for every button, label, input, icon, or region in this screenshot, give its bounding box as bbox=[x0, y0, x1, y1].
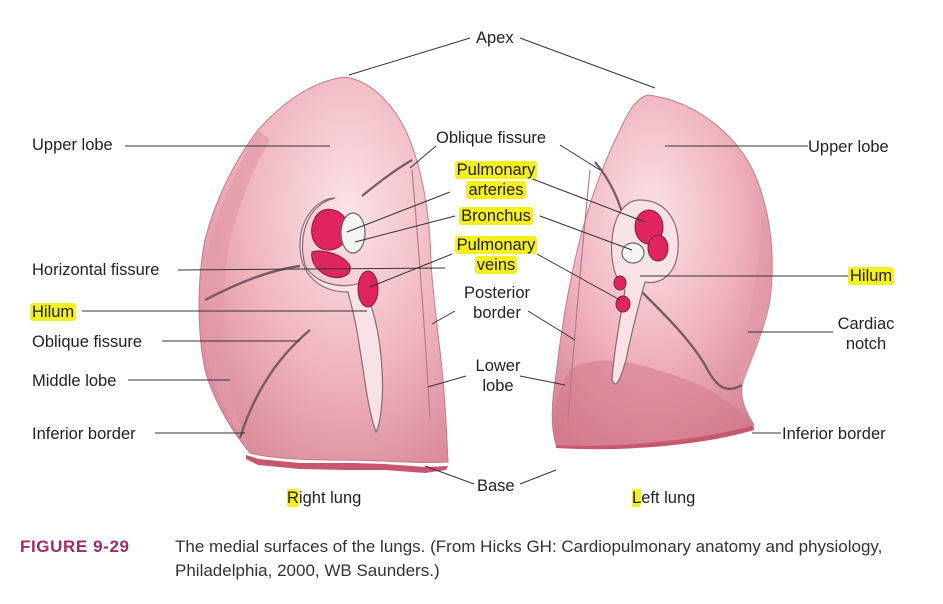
leader-base-left bbox=[519, 469, 557, 485]
leader-posterior-border-right bbox=[431, 310, 456, 325]
label-pulmonary-arteries-line2: arteries bbox=[466, 181, 526, 199]
label-left-lung: Left lung bbox=[632, 488, 695, 508]
leader-arteries-left bbox=[529, 177, 646, 223]
right-pulmonary-vein-lower bbox=[357, 270, 379, 308]
label-posterior-border: Posterior border bbox=[452, 283, 542, 323]
leader-base-right bbox=[424, 465, 475, 485]
label-middle-lobe: Middle lobe bbox=[32, 372, 117, 390]
label-pulmonary-veins-line2: veins bbox=[474, 256, 518, 274]
leader-apex-left bbox=[519, 37, 656, 89]
label-posterior-border-line1: Posterior bbox=[463, 284, 531, 302]
label-oblique-fissure-left: Oblique fissure bbox=[32, 333, 143, 351]
right-lung bbox=[198, 76, 449, 473]
label-left-lung-initial: L bbox=[632, 489, 642, 507]
figure-caption: FIGURE 9-29 The medial surfaces of the l… bbox=[20, 535, 920, 580]
leader-bronchus-left bbox=[539, 215, 633, 251]
label-lower-lobe-line1: Lower bbox=[475, 357, 521, 375]
left-lung-lower-shading bbox=[554, 360, 754, 446]
leader-apex-right bbox=[348, 37, 471, 76]
leader-oblique-fissure-top-left bbox=[559, 144, 601, 171]
figure-caption-text: The medial surfaces of the lungs. (From … bbox=[175, 537, 883, 580]
label-oblique-fissure-top: Oblique fissure bbox=[436, 129, 547, 147]
label-apex: Apex bbox=[476, 29, 514, 47]
left-pulmonary-artery-2 bbox=[647, 234, 669, 262]
leader-horizontal-fissure bbox=[177, 267, 446, 271]
leader-lower-lobe-right bbox=[427, 375, 467, 388]
label-right-lung: Right lung bbox=[287, 488, 361, 508]
figure-label: FIGURE 9-29 bbox=[20, 537, 130, 556]
label-hilum-left-text: Hilum bbox=[848, 267, 895, 285]
label-hilum-right: Hilum bbox=[30, 302, 77, 322]
label-left-lung-rest: eft lung bbox=[641, 489, 696, 507]
label-bronchus-text: Bronchus bbox=[459, 207, 533, 225]
leader-veins-left bbox=[536, 253, 621, 301]
label-upper-lobe-left: Upper lobe bbox=[808, 138, 889, 156]
right-bronchus bbox=[340, 212, 366, 254]
oblique-fissure-right-lower bbox=[238, 329, 311, 439]
horizontal-fissure-line bbox=[204, 264, 301, 302]
label-bronchus: Bronchus bbox=[446, 206, 546, 226]
cardiac-notch-shading bbox=[735, 210, 771, 385]
oblique-fissure-left-lower bbox=[639, 289, 743, 391]
label-right-lung-initial: R bbox=[287, 489, 299, 507]
label-right-lung-rest: ight lung bbox=[298, 489, 362, 507]
label-cardiac-notch-line2: notch bbox=[845, 335, 887, 353]
leader-oblique-fissure-top-right bbox=[409, 145, 437, 169]
right-lung-shading bbox=[204, 130, 270, 452]
right-pulmonary-vein-upper bbox=[311, 250, 351, 279]
posterior-border-right bbox=[411, 169, 431, 421]
leader-bronchus-right bbox=[354, 215, 456, 243]
label-lower-lobe: Lower lobe bbox=[458, 356, 538, 396]
label-hilum-left: Hilum bbox=[848, 266, 895, 286]
label-posterior-border-line2: border bbox=[473, 304, 521, 322]
label-horizontal-fissure: Horizontal fissure bbox=[32, 261, 160, 279]
label-pulmonary-arteries: Pulmonary arteries bbox=[446, 160, 546, 200]
label-lower-lobe-line2: lobe bbox=[482, 377, 514, 395]
label-pulmonary-arteries-line1: Pulmonary bbox=[454, 161, 538, 179]
label-inferior-border-right: Inferior border bbox=[32, 425, 136, 443]
left-bronchus bbox=[621, 242, 645, 264]
leader-lower-lobe-left bbox=[519, 375, 566, 386]
leader-veins-right bbox=[369, 253, 453, 288]
right-lung-base bbox=[246, 455, 448, 473]
label-base: Base bbox=[477, 477, 515, 495]
right-hilum-outline bbox=[299, 197, 384, 434]
label-hilum-right-text: Hilum bbox=[30, 303, 77, 321]
leader-lines bbox=[82, 37, 848, 485]
left-pulmonary-vein-upper bbox=[613, 275, 627, 291]
leader-arteries-right bbox=[346, 191, 451, 233]
label-cardiac-notch: Cardiac notch bbox=[830, 314, 902, 354]
label-upper-lobe-right: Upper lobe bbox=[32, 136, 113, 154]
oblique-fissure-right-upper bbox=[361, 159, 413, 197]
label-pulmonary-veins-line1: Pulmonary bbox=[454, 236, 538, 254]
left-lung bbox=[551, 94, 773, 450]
leader-posterior-border-left bbox=[527, 310, 576, 341]
label-inferior-border-left: Inferior border bbox=[782, 425, 886, 443]
label-cardiac-notch-line1: Cardiac bbox=[837, 315, 895, 333]
label-pulmonary-veins: Pulmonary veins bbox=[446, 235, 546, 275]
right-pulmonary-artery bbox=[311, 208, 349, 251]
